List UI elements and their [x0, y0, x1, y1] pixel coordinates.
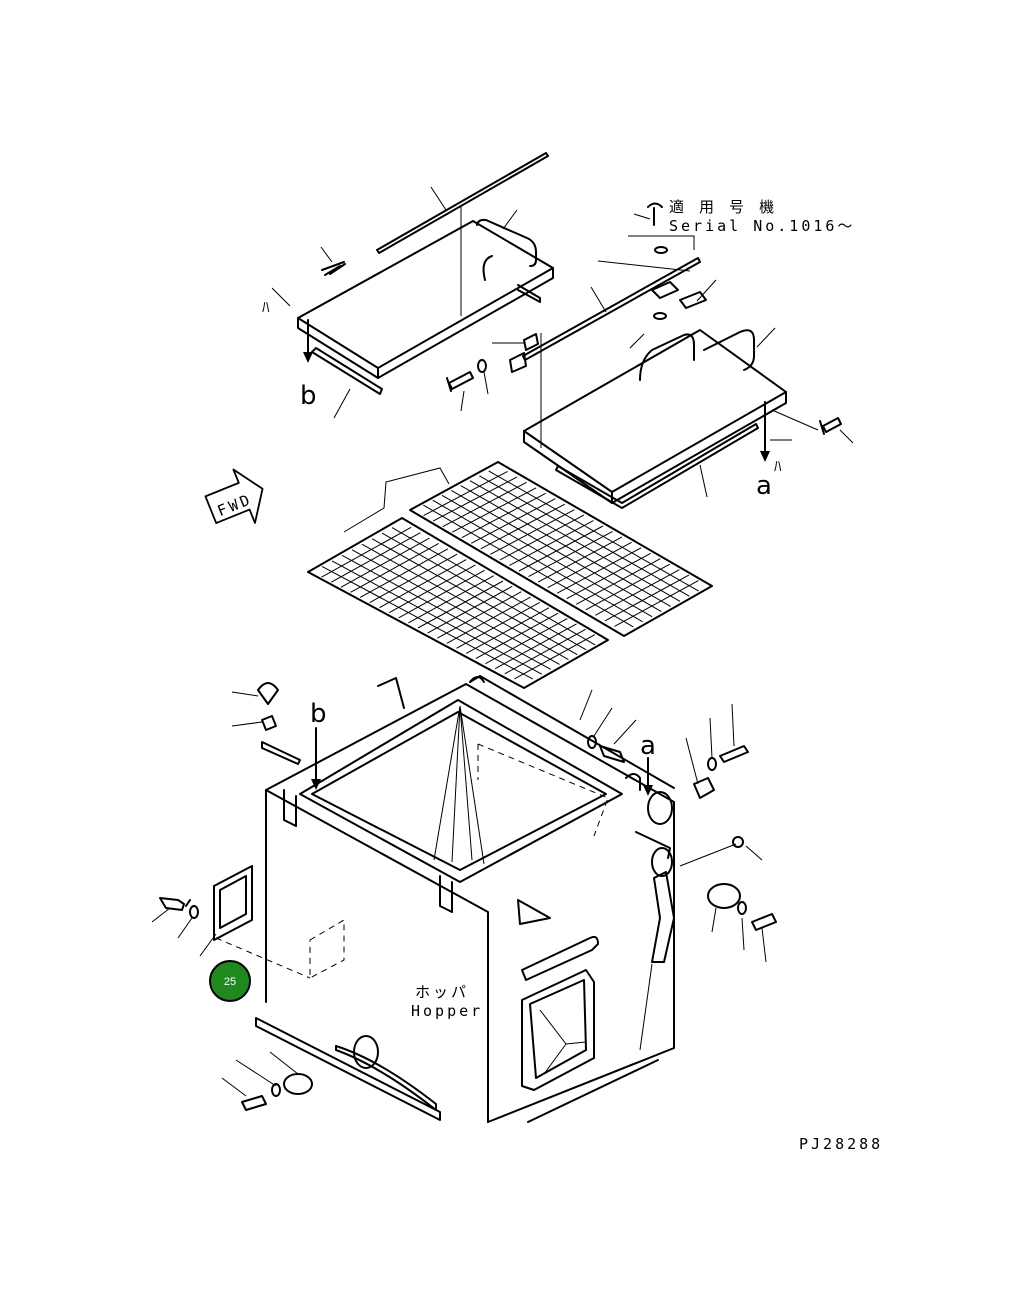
hopper-label-jp: ホッパ: [415, 983, 469, 1001]
mesh-wire: [331, 532, 421, 583]
mesh-wire: [379, 559, 467, 609]
mesh-wire: [604, 574, 690, 622]
mesh-wire: [494, 623, 577, 670]
mesh-wire: [566, 552, 651, 600]
mesh-wire: [340, 537, 430, 588]
mesh-wire: [471, 498, 556, 544]
screen-panels: [307, 461, 713, 689]
mesh-wire: [408, 575, 495, 624]
mesh-wire: [350, 543, 439, 593]
mesh-wire: [475, 612, 559, 659]
mesh-wire: [432, 476, 518, 522]
mesh-wire: [359, 548, 449, 598]
mesh-wire: [585, 563, 671, 611]
mesh-wire: [509, 520, 594, 566]
mesh-wire: [528, 531, 613, 577]
mesh-wire: [423, 471, 508, 516]
serial-note-en: Serial No.1016～: [669, 217, 855, 235]
mark-ha-left: ﾊ: [262, 298, 273, 316]
hopper-label-en: Hopper: [411, 1002, 483, 1020]
view-letter-b-body: b: [310, 699, 327, 729]
mesh-wire: [547, 541, 632, 589]
view-letter-b-top: b: [300, 381, 317, 411]
mesh-wire: [614, 580, 699, 627]
mesh-wire: [369, 553, 458, 603]
hopper-body: [151, 675, 777, 1123]
mesh-wire: [595, 569, 680, 616]
mesh-wire: [490, 509, 575, 555]
callout-badge-number: 25: [224, 976, 236, 988]
mesh-wire: [514, 634, 596, 680]
view-letter-a-top: a: [756, 471, 772, 501]
mesh-wire: [427, 585, 513, 634]
mesh-wire: [504, 628, 586, 675]
mesh-wire: [499, 514, 585, 561]
mesh-wire: [388, 564, 476, 614]
right-lid-assembly: [446, 202, 854, 509]
mesh-wire: [321, 526, 412, 578]
mesh-wire: [417, 580, 504, 629]
mesh-wire: [537, 536, 623, 583]
fwd-direction-arrow: FWD: [204, 468, 264, 524]
mark-ha-right: ﾊ: [774, 457, 785, 475]
mesh-wire: [576, 558, 661, 605]
left-lid-assembly: [271, 152, 554, 419]
mesh-wire: [398, 569, 485, 619]
callout-badge[interactable]: 25: [209, 960, 251, 1002]
mesh-wire: [485, 618, 568, 665]
mesh-wire: [461, 492, 546, 539]
mesh-wire: [451, 487, 537, 533]
mesh-wire: [442, 481, 527, 528]
drawing-code: PJ28288: [799, 1135, 883, 1153]
view-letter-a-body: a: [640, 731, 656, 761]
mesh-wire: [465, 607, 550, 654]
mesh-wire: [456, 602, 540, 649]
serial-note-jp: 適 用 号 機: [669, 198, 777, 216]
mesh-wire: [480, 503, 566, 550]
mesh-wire: [446, 596, 531, 644]
mesh-wire: [556, 547, 642, 594]
mesh-wire: [518, 525, 604, 572]
mesh-wire: [437, 591, 522, 639]
